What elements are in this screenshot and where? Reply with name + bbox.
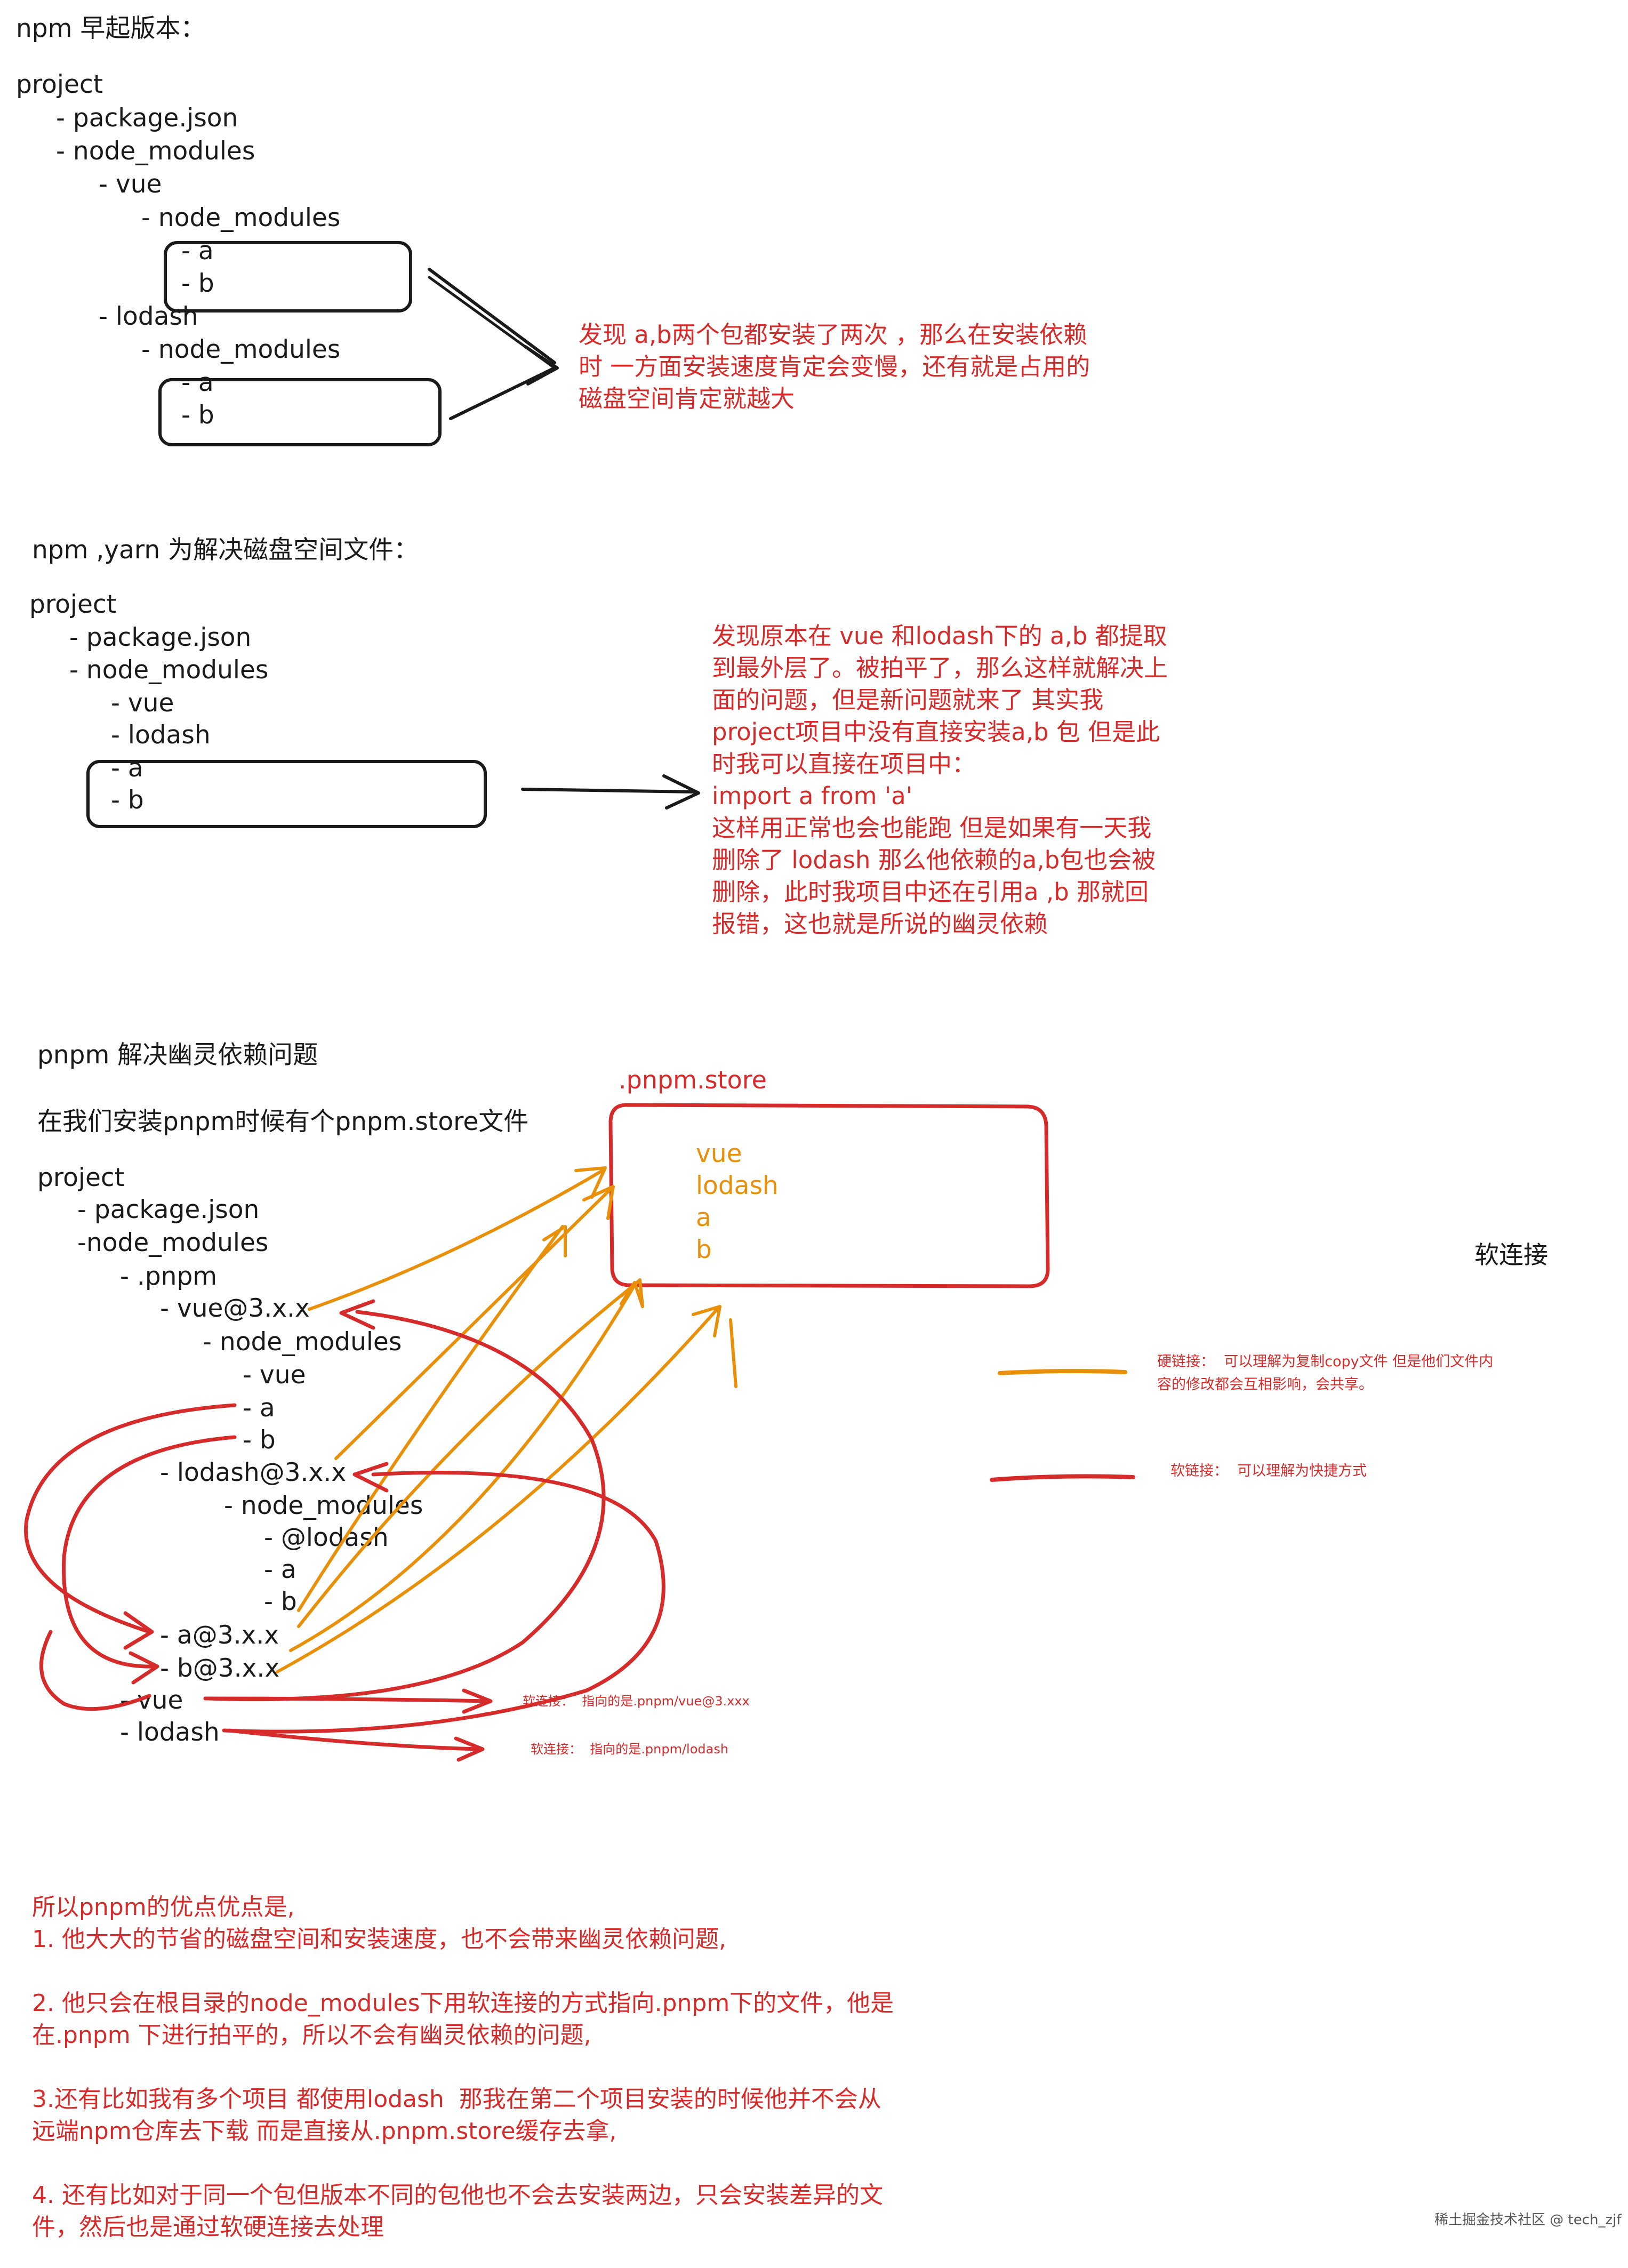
tree-node: - node_modules — [56, 137, 255, 166]
arrow-s2 — [521, 788, 697, 794]
conclusion-line: 件，然后也是通过软硬连接去处理 — [32, 2214, 384, 2241]
note-line: 面的问题，但是新问题就来了 其实我 — [712, 686, 1104, 714]
tree-node: project — [37, 1163, 125, 1192]
section2-heading: npm ,yarn 为解决磁盘空间文件： — [32, 535, 419, 565]
tree-node: - vue@3.x.x — [160, 1294, 310, 1323]
tree-node: - lodash — [111, 720, 211, 750]
store-item: lodash — [696, 1171, 779, 1200]
arrow-s1-top — [428, 268, 556, 364]
tree-node: project — [16, 70, 103, 99]
tree-node: - node_modules — [224, 1491, 423, 1520]
soft-link-title: 软连接 — [1474, 1240, 1548, 1269]
section3-heading: pnpm 解决幽灵依赖问题 — [37, 1040, 318, 1070]
watermark: 稀土掘金技术社区 @ tech_zjf — [1434, 2212, 1622, 2228]
conclusion-line: 2. 他只会在根目录的node_modules下用软连接的方式指向.pnpm下的… — [32, 1990, 894, 2017]
tree-node: - .pnpm — [120, 1262, 218, 1291]
tree-node: - b — [181, 269, 214, 298]
arrow-s1-bottom — [449, 366, 556, 420]
conclusion-line: 在.pnpm 下进行拍平的，所以不会有幽灵依赖的问题, — [32, 2022, 591, 2049]
note-line: 磁盘空间肯定就越大 — [579, 384, 795, 413]
tree-node: - package.json — [56, 103, 238, 133]
legend-soft-line — [990, 1474, 1135, 1482]
tree-node: - node_modules — [69, 655, 269, 685]
tree-node: - node_modules — [203, 1327, 402, 1357]
note-line: 删除，此时我项目中还在引用a ,b 那就回 — [712, 878, 1149, 906]
legend-hard-line2: 容的修改都会互相影响，会共享。 — [1157, 1376, 1373, 1393]
legend-hard-line1: 硬链接： 可以理解为复制copy文件 但是他们文件内 — [1157, 1353, 1494, 1370]
conclusion-line: 1. 他大大的节省的磁盘空间和安装速度，也不会带来幽灵依赖问题, — [32, 1926, 726, 1953]
store-item: b — [696, 1235, 712, 1264]
conclusion-line: 远端npm仓库去下载 而是直接从.pnpm.store缓存去拿, — [32, 2118, 617, 2145]
tree-node: - a — [181, 368, 214, 397]
store-item: vue — [696, 1139, 742, 1168]
note-line: 时我可以直接在项目中： — [712, 750, 976, 778]
tree-node: - a@3.x.x — [160, 1621, 279, 1650]
note-line: 删除了 lodash 那么他依赖的a,b包也会被 — [712, 846, 1156, 874]
section3-subheading: 在我们安装pnpm时候有个pnpm.store文件 — [37, 1107, 529, 1136]
tree-node: - b@3.x.x — [160, 1654, 280, 1683]
tree-node: - package.json — [69, 623, 252, 652]
soft-link-arrows — [24, 1299, 665, 1762]
arrow-s2-head — [662, 774, 700, 810]
tree-node: - node_modules — [141, 335, 341, 364]
tree-node: - vue — [243, 1360, 306, 1390]
conclusion-line: 4. 还有比如对于同一个包但版本不同的包他也不会去安装两边，只会安装差异的文 — [32, 2182, 883, 2209]
tree-node: - b — [264, 1587, 297, 1616]
conclusion-line: 3.还有比如我有多个项目 都使用lodash 那我在第二个项目安装的时候他并不会… — [32, 2086, 881, 2113]
tree-node: - vue — [111, 688, 174, 718]
tree-node: - package.json — [77, 1195, 260, 1224]
box-flattened-ab — [86, 760, 487, 828]
tree-node: - b — [243, 1425, 276, 1455]
conclusion-line: 所以pnpm的优点优点是, — [32, 1894, 295, 1921]
note-line: 这样用正常也会也能跑 但是如果有一天我 — [712, 814, 1152, 842]
tree-node: - vue — [120, 1686, 183, 1715]
tree-node: - lodash — [99, 302, 198, 331]
arrow-note-lodash: 软连接： 指向的是.pnpm/lodash — [531, 1742, 729, 1757]
box-vue-ab — [164, 241, 412, 312]
arrow-s1-head — [524, 345, 559, 386]
tree-node: - vue — [99, 170, 162, 199]
tree-node: - b — [111, 786, 144, 815]
note-line: 报错，这也就是所说的幽灵依赖 — [712, 910, 1048, 938]
tree-node: - a — [243, 1393, 275, 1423]
tree-node: - lodash — [120, 1718, 220, 1747]
tree-node: - lodash@3.x.x — [160, 1458, 347, 1487]
tree-node: - b — [181, 400, 214, 430]
tree-node: - a — [111, 754, 143, 783]
legend-soft: 软链接： 可以理解为快捷方式 — [1170, 1463, 1367, 1479]
box-lodash-ab — [158, 378, 442, 446]
store-item: a — [696, 1203, 711, 1232]
tree-node: - node_modules — [141, 203, 341, 233]
tree-node: project — [29, 590, 117, 619]
note-line: 发现 a,b两个包都安装了两次 ，那么在安装依赖 — [579, 320, 1088, 349]
note-line: project项目中没有直接安装a,b 包 但是此 — [712, 718, 1160, 746]
store-label: .pnpm.store — [619, 1065, 767, 1094]
note-line: 时 一方面安装速度肯定会变慢，还有就是占用的 — [579, 352, 1090, 381]
pnpm-store-box — [608, 1103, 1050, 1288]
note-line: import a from 'a' — [712, 782, 913, 810]
tree-node: -node_modules — [77, 1228, 269, 1257]
tree-node: - a — [264, 1555, 296, 1584]
note-line: 发现原本在 vue 和lodash下的 a,b 都提取 — [712, 622, 1167, 650]
hard-link-arrows — [276, 1166, 737, 1673]
section1-heading: npm 早起版本： — [16, 14, 206, 43]
legend-hard-line — [998, 1368, 1127, 1375]
note-line: 到最外层了。被拍平了，那么这样就解决上 — [712, 654, 1168, 682]
